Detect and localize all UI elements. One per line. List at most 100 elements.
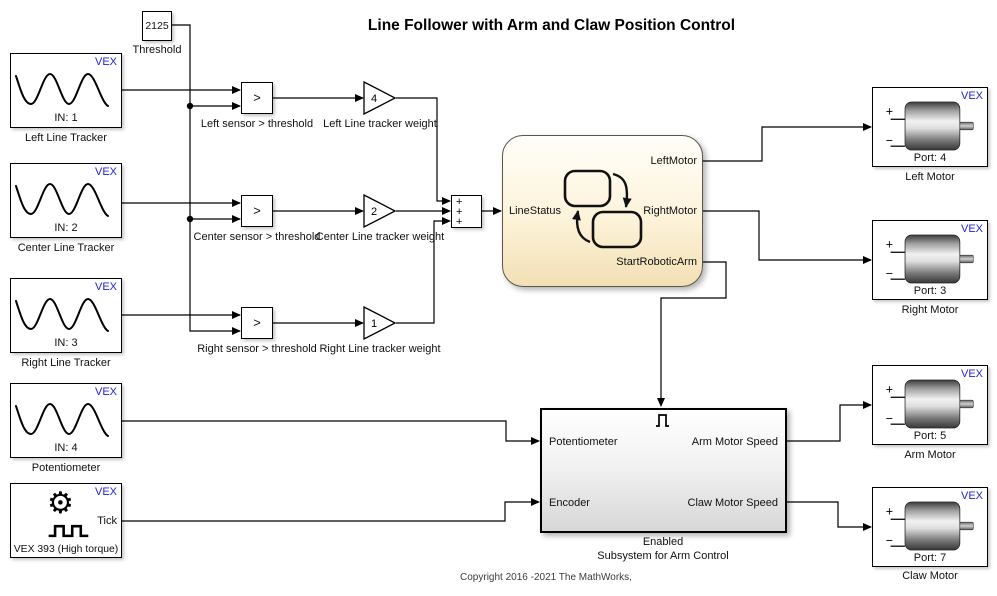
stateflow-chart-block[interactable]: LineStatus LeftMotor RightMotor StartRob… <box>502 135 703 287</box>
block-label: Right Line tracker weight <box>319 343 441 355</box>
block-label: Claw Motor <box>902 570 958 582</box>
junction-dot <box>186 102 194 110</box>
center-compare-block[interactable]: > <box>241 195 273 227</box>
block-label: Enabled <box>642 536 684 548</box>
subsystem-output-port: Claw Motor Speed <box>687 497 779 509</box>
block-label: Subsystem for Arm Control <box>597 550 729 562</box>
motor-icon: +− <box>886 234 974 284</box>
analog-channel: IN: 4 <box>54 442 78 454</box>
block-label: Center Line Tracker <box>17 242 115 254</box>
block-label: Center Line tracker weight <box>315 231 445 243</box>
potentiometer-block[interactable]: VEX IN: 4 <box>10 383 122 458</box>
left-line-tracker-block[interactable]: VEX IN: 1 <box>10 53 122 128</box>
wire-claw-motor <box>787 501 872 531</box>
plus-sign: + <box>456 206 463 218</box>
tick-output-port: Tick <box>97 515 117 527</box>
claw-motor-block[interactable]: VEX +− Port: 7 <box>872 487 988 567</box>
motor-icon: +− <box>886 101 974 151</box>
plus-sign: + <box>456 216 463 228</box>
wire-rightmotor <box>703 210 872 264</box>
center-line-tracker-block[interactable]: VEX IN: 2 <box>10 163 122 238</box>
right-line-tracker-block[interactable]: VEX IN: 3 <box>10 278 122 353</box>
analog-channel: IN: 3 <box>54 337 78 349</box>
state-machine-icon <box>563 169 643 249</box>
wire-potentiometer <box>122 420 540 445</box>
svg-text:−: − <box>886 133 893 147</box>
gain-value: 1 <box>371 318 377 330</box>
subsystem-input-port: Potentiometer <box>549 436 618 448</box>
chart-output-port: LeftMotor <box>650 155 697 167</box>
sine-wave-icon <box>15 72 109 107</box>
motor-port: Port: 5 <box>913 430 947 442</box>
block-label: Left Line Tracker <box>25 132 107 144</box>
motor-port: Port: 3 <box>913 285 947 297</box>
block-label: Right Line Tracker <box>21 357 111 369</box>
chart-output-port: StartRoboticArm <box>616 256 697 268</box>
motor-icon: +− <box>886 501 974 551</box>
sum-block[interactable]: + + + <box>451 195 482 228</box>
gain-triangle <box>363 194 397 228</box>
svg-text:+: + <box>886 104 893 118</box>
compare-operator: > <box>253 315 261 330</box>
left-compare-block[interactable]: > <box>241 82 273 114</box>
svg-text:+: + <box>886 237 893 251</box>
sine-wave-icon <box>15 182 109 217</box>
block-label: Potentiometer <box>31 462 101 474</box>
right-gain-block[interactable]: 1 <box>363 306 397 340</box>
center-gain-block[interactable]: 2 <box>363 194 397 228</box>
svg-text:+: + <box>886 382 893 396</box>
right-compare-block[interactable]: > <box>241 307 273 339</box>
gain-value: 4 <box>371 93 377 105</box>
analog-channel: IN: 2 <box>54 222 78 234</box>
left-gain-block[interactable]: 4 <box>363 81 397 115</box>
motor-port: Port: 4 <box>913 152 947 164</box>
svg-text:−: − <box>886 266 893 280</box>
chart-input-port: LineStatus <box>509 205 561 217</box>
threshold-label: Threshold <box>132 44 182 56</box>
gear-icon: ⚙ <box>47 486 74 521</box>
motor-icon: +− <box>886 379 974 429</box>
svg-text:+: + <box>886 504 893 518</box>
wire-arm-motor <box>787 401 872 442</box>
gain-triangle <box>363 81 397 115</box>
gain-value: 2 <box>371 206 377 218</box>
block-label: Arm Motor <box>904 449 956 461</box>
left-motor-block[interactable]: VEX +− Port: 4 <box>872 87 988 167</box>
analog-channel: IN: 1 <box>54 112 78 124</box>
chart-output-port: RightMotor <box>643 205 697 217</box>
compare-operator: > <box>253 90 261 105</box>
enabled-subsystem-block[interactable]: Potentiometer Encoder Arm Motor Speed Cl… <box>540 408 787 533</box>
gain-triangle <box>363 306 397 340</box>
block-label: Right Motor <box>901 304 959 316</box>
sine-wave-icon <box>15 297 109 332</box>
encoder-name: VEX 393 (High torque) <box>13 544 119 555</box>
block-label: Right sensor > threshold <box>197 343 317 355</box>
vex-badge: VEX <box>94 166 117 178</box>
wire-gain1-sum <box>396 97 451 205</box>
enable-pulse-icon <box>656 414 669 427</box>
threshold-value: 2125 <box>145 20 169 32</box>
vex-badge: VEX <box>960 368 983 380</box>
vex-badge: VEX <box>94 386 117 398</box>
threshold-constant-block[interactable]: 2125 <box>142 11 172 41</box>
wire-leftmotor <box>703 123 872 162</box>
svg-text:−: − <box>886 533 893 547</box>
subsystem-input-port: Encoder <box>549 497 590 509</box>
compare-operator: > <box>253 203 261 218</box>
subsystem-output-port: Arm Motor Speed <box>691 436 778 448</box>
block-label: Left Line tracker weight <box>323 118 437 130</box>
block-label: Left Motor <box>905 171 955 183</box>
sine-wave-icon <box>15 402 109 437</box>
vex-393-encoder-block[interactable]: VEX ⚙ Tick VEX 393 (High torque) <box>10 483 122 558</box>
vex-badge: VEX <box>94 56 117 68</box>
diagram-title: Line Follower with Arm and Claw Position… <box>367 17 736 34</box>
pulse-wave-icon <box>48 524 89 538</box>
motor-port: Port: 7 <box>913 552 947 564</box>
junction-dot <box>186 215 194 223</box>
arm-motor-block[interactable]: VEX +− Port: 5 <box>872 365 988 445</box>
wire-threshold <box>172 24 241 335</box>
right-motor-block[interactable]: VEX +− Port: 3 <box>872 220 988 300</box>
vex-badge: VEX <box>960 223 983 235</box>
